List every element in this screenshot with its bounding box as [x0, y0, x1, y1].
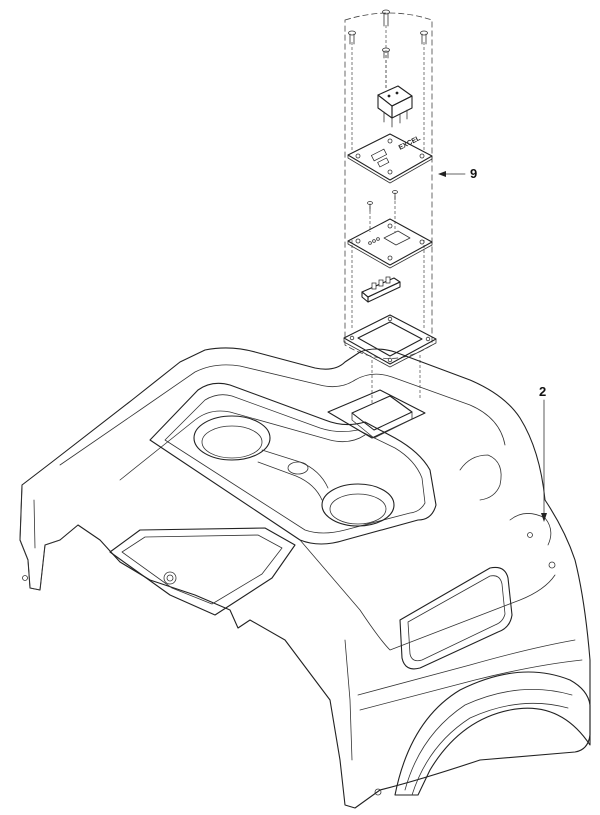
assembly-group-outline [344, 12, 433, 359]
alignment-lines [351, 25, 425, 405]
small-screw [392, 190, 398, 201]
screw [382, 47, 390, 59]
circuit-board [361, 276, 401, 303]
gasket [343, 314, 437, 368]
screw [420, 30, 428, 45]
screw [348, 30, 356, 45]
cover-plate: EXCEL [347, 133, 433, 184]
callout-9: 9 [438, 166, 477, 181]
screw [382, 9, 390, 27]
callout-2-label: 2 [539, 384, 546, 399]
rocker-switch [377, 85, 413, 128]
small-screw [367, 201, 373, 212]
callout-2: 2 [539, 384, 547, 522]
mounting-plate [347, 218, 433, 269]
callout-9-label: 9 [470, 166, 477, 181]
body-shell [19, 347, 591, 809]
